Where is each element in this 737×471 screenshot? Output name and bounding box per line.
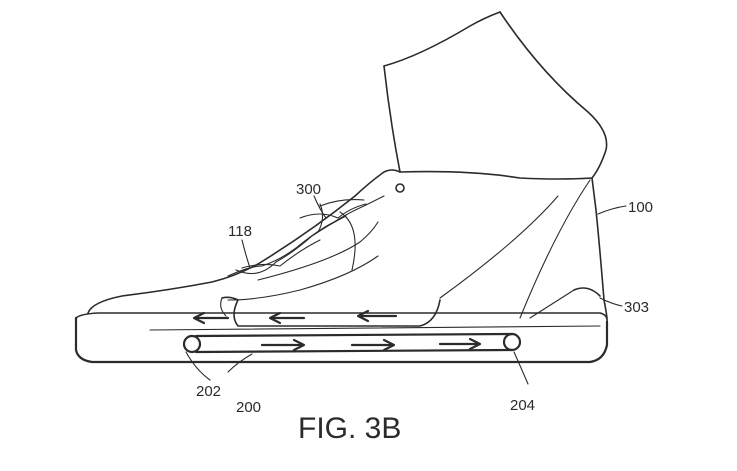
ref-200: 200 (236, 399, 261, 416)
figure-caption: FIG. 3B (298, 412, 401, 445)
eyelet (395, 183, 405, 193)
leader-lines (185, 195, 627, 385)
sole (74, 312, 609, 364)
flow-arrows-right (260, 337, 482, 352)
port-204 (502, 332, 522, 352)
ref-300: 300 (296, 181, 321, 198)
port-202 (182, 334, 202, 354)
ref-118: 118 (228, 223, 252, 240)
flow-arrows-left (192, 309, 398, 325)
ref-202: 202 (196, 383, 221, 400)
laces (227, 183, 405, 277)
leg (383, 11, 608, 179)
ref-204: 204 (510, 397, 535, 414)
bladder-tube (182, 332, 522, 354)
shoe-upper (87, 169, 608, 327)
ref-100: 100 (628, 199, 653, 216)
ref-303: 303 (624, 299, 649, 316)
